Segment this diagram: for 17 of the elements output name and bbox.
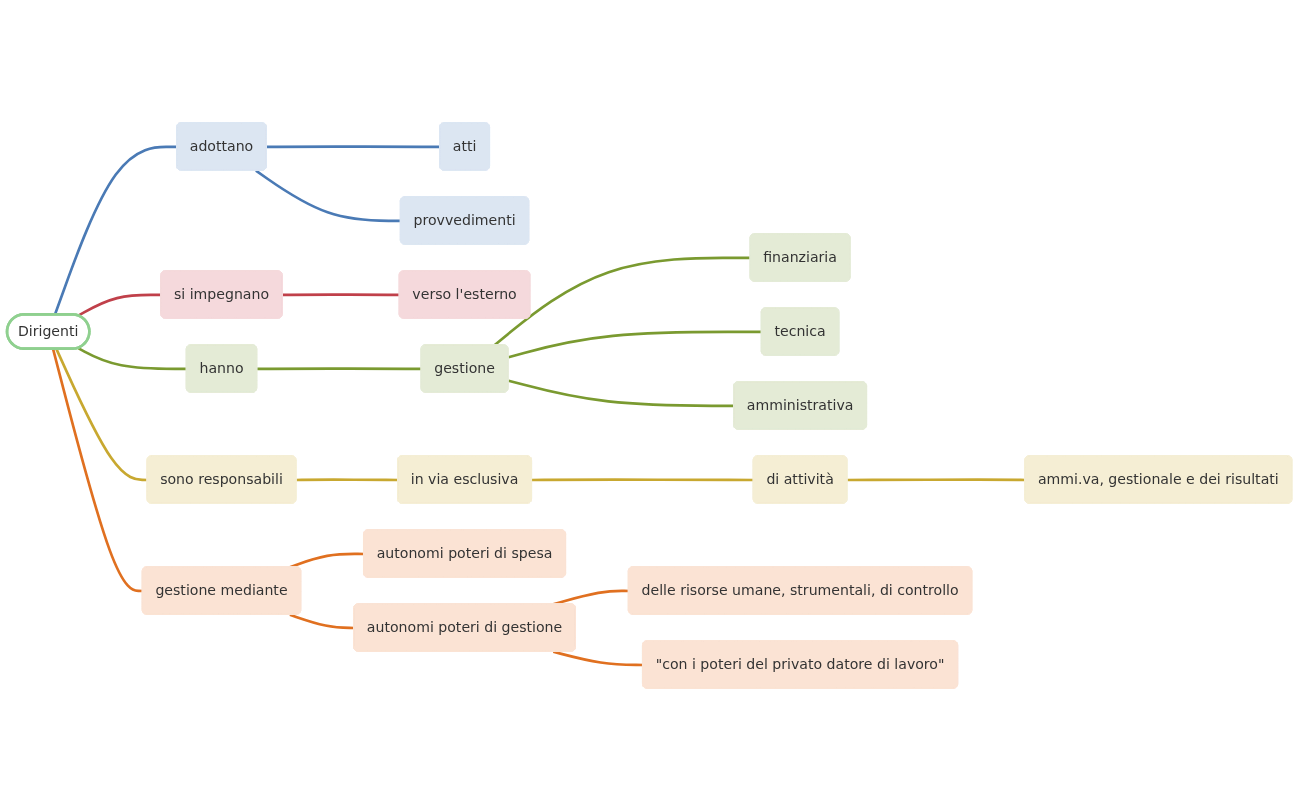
- connector: [53, 145, 177, 316]
- connector: [508, 330, 762, 359]
- connector: [296, 478, 398, 482]
- connector: [77, 347, 187, 371]
- connector: [847, 478, 1026, 482]
- connector: [55, 348, 148, 482]
- connector: [51, 348, 143, 593]
- connector: [532, 478, 754, 482]
- connector: [255, 169, 401, 223]
- connector: [77, 293, 162, 317]
- connector: [552, 650, 643, 667]
- connector: [289, 613, 355, 630]
- connector: [282, 293, 400, 297]
- connector: [289, 552, 364, 569]
- connector: [508, 379, 734, 408]
- connector: [257, 367, 422, 371]
- connector: [266, 145, 440, 149]
